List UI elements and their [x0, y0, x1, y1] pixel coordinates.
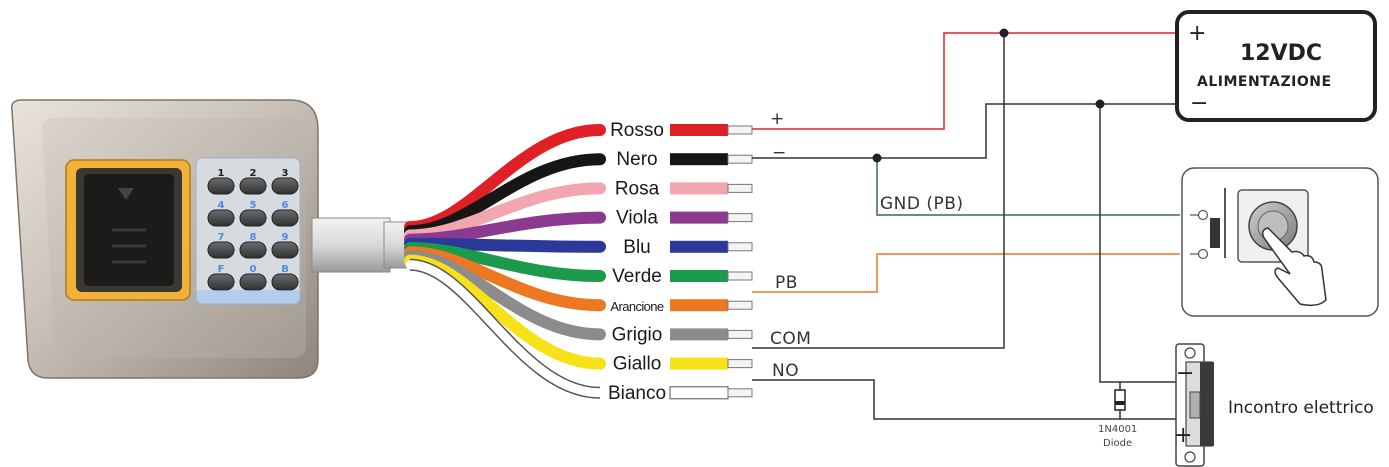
- com-line: [752, 33, 1005, 349]
- electric-strike: − + Incontro elettrico: [1174, 343, 1374, 467]
- key-label: 2: [250, 168, 257, 179]
- wire-tip: [727, 271, 753, 281]
- wire-tip: [727, 213, 753, 223]
- positive-line: [752, 32, 1180, 130]
- wire-label: Grigio: [612, 324, 663, 345]
- key-label: 1: [218, 168, 225, 179]
- wire-tip: [727, 329, 753, 339]
- com-label: COM: [770, 329, 811, 349]
- keypad-key-4: 4: [207, 200, 235, 227]
- lock-negative-line: [1099, 104, 1178, 383]
- negative-line: [752, 103, 1180, 159]
- key-label: B: [281, 264, 289, 275]
- wire-segment: [670, 357, 728, 370]
- no-line: [752, 379, 1178, 420]
- key-label: 7: [218, 232, 225, 243]
- junction-dot: [1095, 99, 1105, 109]
- wire-label: Rosa: [615, 178, 660, 199]
- keypad-key-3: 3: [271, 168, 299, 195]
- keypad-key-B: B: [271, 264, 299, 291]
- diode: 1N4001 Diode: [1098, 389, 1137, 449]
- diode-name-label: Diode: [1103, 438, 1132, 449]
- wire-tip: [727, 154, 753, 164]
- keypad: 1 2 3 4 5 6 7 8 9F 0 B: [207, 168, 299, 291]
- wire-label: Rosso: [610, 120, 664, 141]
- gnd-label: GND (PB): [880, 194, 964, 214]
- psu-plus-label: +: [1188, 21, 1206, 46]
- no-label: NO: [772, 361, 799, 381]
- key-label: 9: [282, 232, 289, 243]
- cable-sheath: [311, 217, 413, 273]
- key-label: 6: [282, 200, 289, 211]
- keypad-key-8: 8: [239, 232, 267, 259]
- keypad-key-6: 6: [271, 200, 299, 227]
- hand-pointer-icon: [1261, 227, 1327, 307]
- plus-label: +: [770, 109, 785, 129]
- wire-segment: [670, 124, 728, 136]
- wire-label: Viola: [616, 208, 658, 229]
- wire-segment: [670, 211, 728, 224]
- key-label: 8: [250, 232, 257, 243]
- wire-segment: [670, 182, 728, 195]
- keypad-key-9: 9: [271, 232, 299, 259]
- wire-tip: [727, 125, 753, 135]
- wire-label: Verde: [612, 266, 662, 287]
- fingerprint-keypad-reader: 1 2 3 4 5 6 7 8 9F 0 B: [10, 99, 319, 379]
- exit-push-button: [1181, 167, 1379, 317]
- junction-dot: [872, 153, 882, 163]
- wire-label: Giallo: [613, 354, 662, 375]
- junction-dots: [872, 28, 1105, 163]
- power-supply: + − 12VDC ALIMENTAZIONE: [1175, 10, 1377, 122]
- wire-segment: [670, 270, 728, 282]
- keypad-key-5: 5: [239, 200, 267, 227]
- keypad-key-F: F: [207, 264, 235, 291]
- key-label: 3: [282, 168, 289, 179]
- wire-segment: [670, 153, 728, 166]
- key-label: 5: [250, 200, 257, 211]
- psu-subtitle: ALIMENTAZIONE: [1197, 74, 1332, 90]
- wire-label: Blu: [623, 237, 650, 258]
- wire-9: Bianco: [405, 258, 753, 404]
- diode-part-label: 1N4001: [1098, 424, 1137, 435]
- keypad-key-7: 7: [207, 232, 235, 259]
- wire-segment: [669, 386, 729, 400]
- minus-label: −: [772, 143, 787, 163]
- key-label: 0: [250, 264, 257, 275]
- psu-minus-label: −: [1190, 91, 1208, 116]
- wire-tip: [727, 183, 753, 193]
- wire-label: Bianco: [608, 383, 666, 404]
- psu-title: 12VDC: [1240, 41, 1322, 66]
- wire-tip: [727, 388, 753, 398]
- lock-minus-label: −: [1176, 361, 1194, 386]
- wire-tip: [727, 242, 753, 252]
- wire-segment: [670, 240, 728, 253]
- wire-segment: [670, 328, 728, 341]
- wire-label: Nero: [616, 149, 657, 170]
- gnd-line: [876, 158, 1180, 216]
- pb-label: PB: [775, 273, 798, 293]
- keypad-key-2: 2: [239, 168, 267, 195]
- lock-plus-label: +: [1174, 423, 1192, 448]
- key-label: 4: [218, 200, 225, 211]
- connection-lines: [752, 32, 1180, 420]
- junction-dot: [999, 28, 1009, 38]
- keypad-key-1: 1: [207, 168, 235, 195]
- wire-label: Arancione: [610, 299, 664, 314]
- wire-tip: [727, 359, 753, 369]
- wire-segment: [670, 299, 728, 312]
- key-label: F: [218, 264, 225, 275]
- pb-line: [752, 253, 1180, 293]
- wire-tip: [727, 300, 753, 310]
- keypad-key-0: 0: [239, 264, 267, 291]
- lock-label: Incontro elettrico: [1228, 398, 1374, 418]
- wire-bundle: RossoNeroRosaViolaBluVerdeArancioneGrigi…: [404, 120, 753, 404]
